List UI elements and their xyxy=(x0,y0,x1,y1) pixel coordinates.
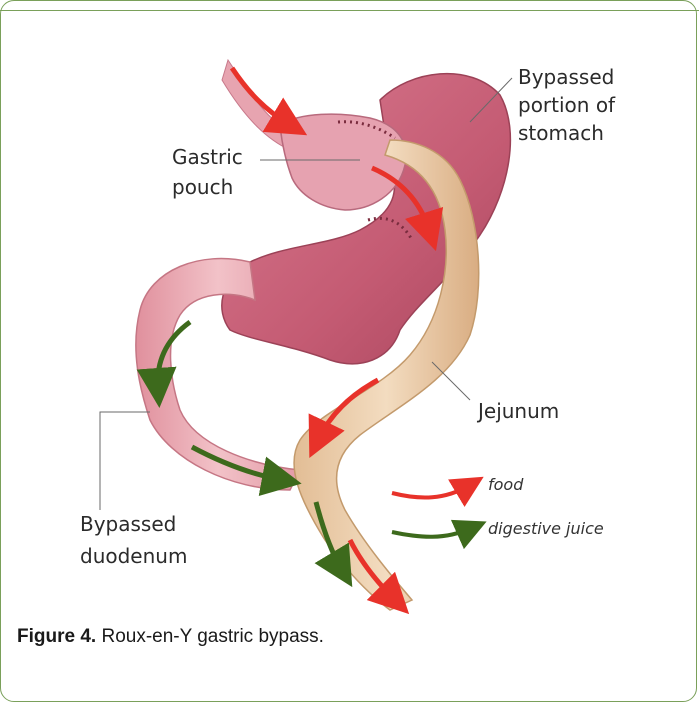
leader-jejunum xyxy=(432,362,470,400)
legend-juice-arrow xyxy=(392,528,472,537)
label-gastric-pouch: Gastric pouch xyxy=(172,145,249,199)
label-jejunum: Jejunum xyxy=(476,399,559,423)
figure-caption-prefix: Figure 4. xyxy=(17,626,96,647)
legend-food-label: food xyxy=(488,475,524,494)
label-bypassed-stomach: Bypassed portion of stomach xyxy=(518,65,621,145)
label-bypassed-duodenum: Bypassed duodenum xyxy=(80,512,187,568)
gastric-pouch xyxy=(280,114,406,210)
leader-bypassed-duodenum xyxy=(100,412,150,510)
legend-food-arrow xyxy=(392,485,470,498)
legend: food digestive juice xyxy=(392,475,604,538)
figure-caption-text: Roux-en-Y gastric bypass. xyxy=(96,626,324,647)
legend-juice-label: digestive juice xyxy=(488,519,604,538)
figure-caption: Figure 4. Roux-en-Y gastric bypass. xyxy=(17,626,324,648)
